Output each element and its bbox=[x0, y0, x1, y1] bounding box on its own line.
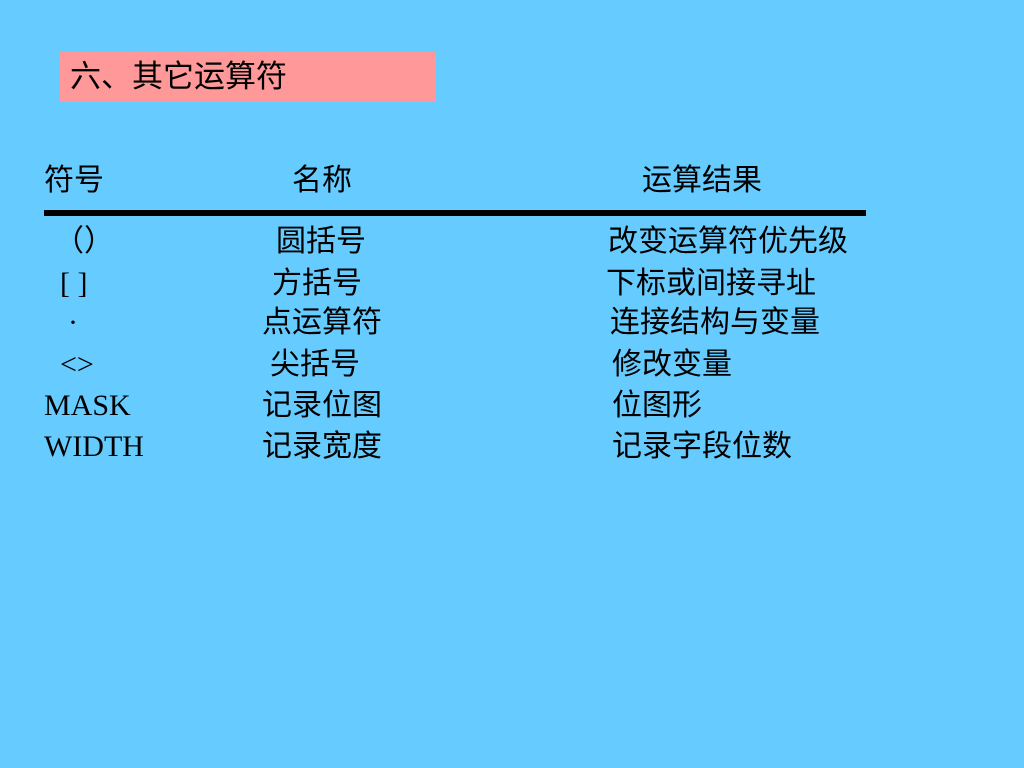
row-name: 圆括号 bbox=[276, 224, 366, 259]
row-result: 记录字段位数 bbox=[612, 429, 792, 464]
row-symbol: [ ] bbox=[60, 267, 88, 300]
row-result: 连接结构与变量 bbox=[610, 305, 820, 340]
slide-title: 六、其它运算符 bbox=[70, 59, 287, 95]
row-result: 改变运算符优先级 bbox=[608, 224, 848, 259]
row-symbol: MASK bbox=[44, 389, 131, 422]
header-symbol: 符号 bbox=[44, 163, 104, 198]
row-result: 位图形 bbox=[612, 388, 702, 423]
row-name: 方括号 bbox=[272, 266, 362, 301]
row-symbol: WIDTH bbox=[44, 430, 144, 463]
header-result: 运算结果 bbox=[642, 163, 762, 198]
row-name: 记录宽度 bbox=[262, 429, 382, 464]
row-name: 尖括号 bbox=[270, 347, 360, 382]
row-symbol: （） bbox=[54, 224, 114, 259]
slide-title-box: 六、其它运算符 bbox=[60, 52, 436, 102]
row-result: 修改变量 bbox=[612, 347, 732, 382]
row-symbol: <> bbox=[60, 348, 94, 381]
row-result: 下标或间接寻址 bbox=[606, 266, 816, 301]
row-symbol: · bbox=[68, 306, 78, 339]
row-name: 记录位图 bbox=[262, 388, 382, 423]
header-divider bbox=[44, 210, 866, 216]
row-name: 点运算符 bbox=[262, 305, 382, 340]
header-name: 名称 bbox=[292, 163, 352, 198]
